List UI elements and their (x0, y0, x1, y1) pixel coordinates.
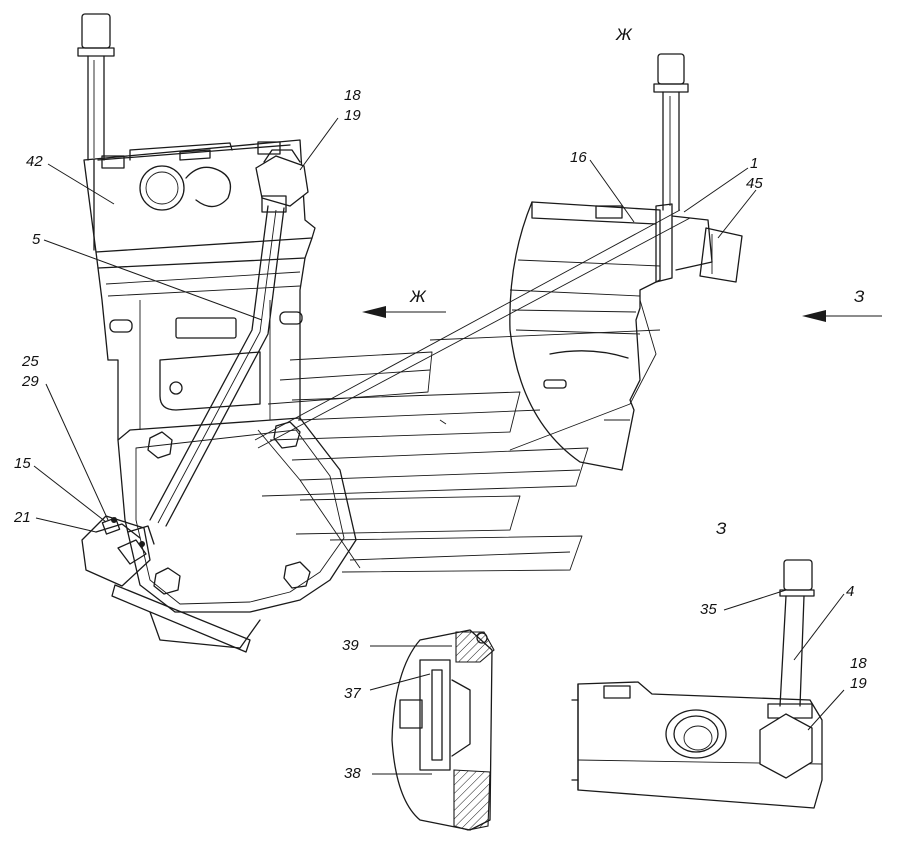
callout-37: 37 (344, 685, 361, 702)
tube-5 (149, 149, 309, 527)
view-zh (509, 53, 743, 471)
callout-5: 5 (32, 231, 41, 248)
view-title-z: З (716, 519, 727, 538)
callout-15: 15 (14, 455, 31, 472)
callout-35: 35 (700, 601, 717, 618)
callout-19-top: 19 (344, 107, 361, 124)
callout-4: 4 (846, 583, 854, 600)
callout-45: 45 (746, 175, 763, 192)
callout-18-top: 18 (344, 87, 361, 104)
lower-fitting (81, 515, 155, 587)
seal-section (391, 629, 495, 831)
callout-38: 38 (344, 765, 361, 782)
callout-labels: 18 19 42 5 25 29 15 21 16 1 45 35 4 18 1… (13, 87, 867, 782)
callout-29: 29 (21, 373, 39, 390)
arrow-zh (362, 306, 446, 318)
view-title-zh: Ж (615, 25, 633, 44)
callout-19-bottom: 19 (850, 675, 867, 692)
ghost-outline (254, 209, 691, 573)
view-arrow-label-z: З (854, 287, 865, 306)
callout-18-bottom: 18 (850, 655, 867, 672)
callout-1: 1 (750, 155, 758, 172)
view-arrow-label-zh: Ж (409, 287, 427, 306)
view-letters: Ж Ж З З (409, 25, 865, 538)
arrow-z (802, 310, 882, 322)
callout-42: 42 (26, 153, 43, 170)
callout-21: 21 (13, 509, 31, 526)
main-assembly (77, 13, 357, 653)
lower-cover (111, 417, 357, 653)
pump-body (95, 237, 313, 441)
callout-16: 16 (570, 149, 587, 166)
vertical-breather-pipe (77, 13, 115, 161)
callout-39: 39 (342, 637, 359, 654)
leader-lines (33, 117, 845, 775)
view-z (571, 559, 823, 809)
callout-25: 25 (21, 353, 39, 370)
